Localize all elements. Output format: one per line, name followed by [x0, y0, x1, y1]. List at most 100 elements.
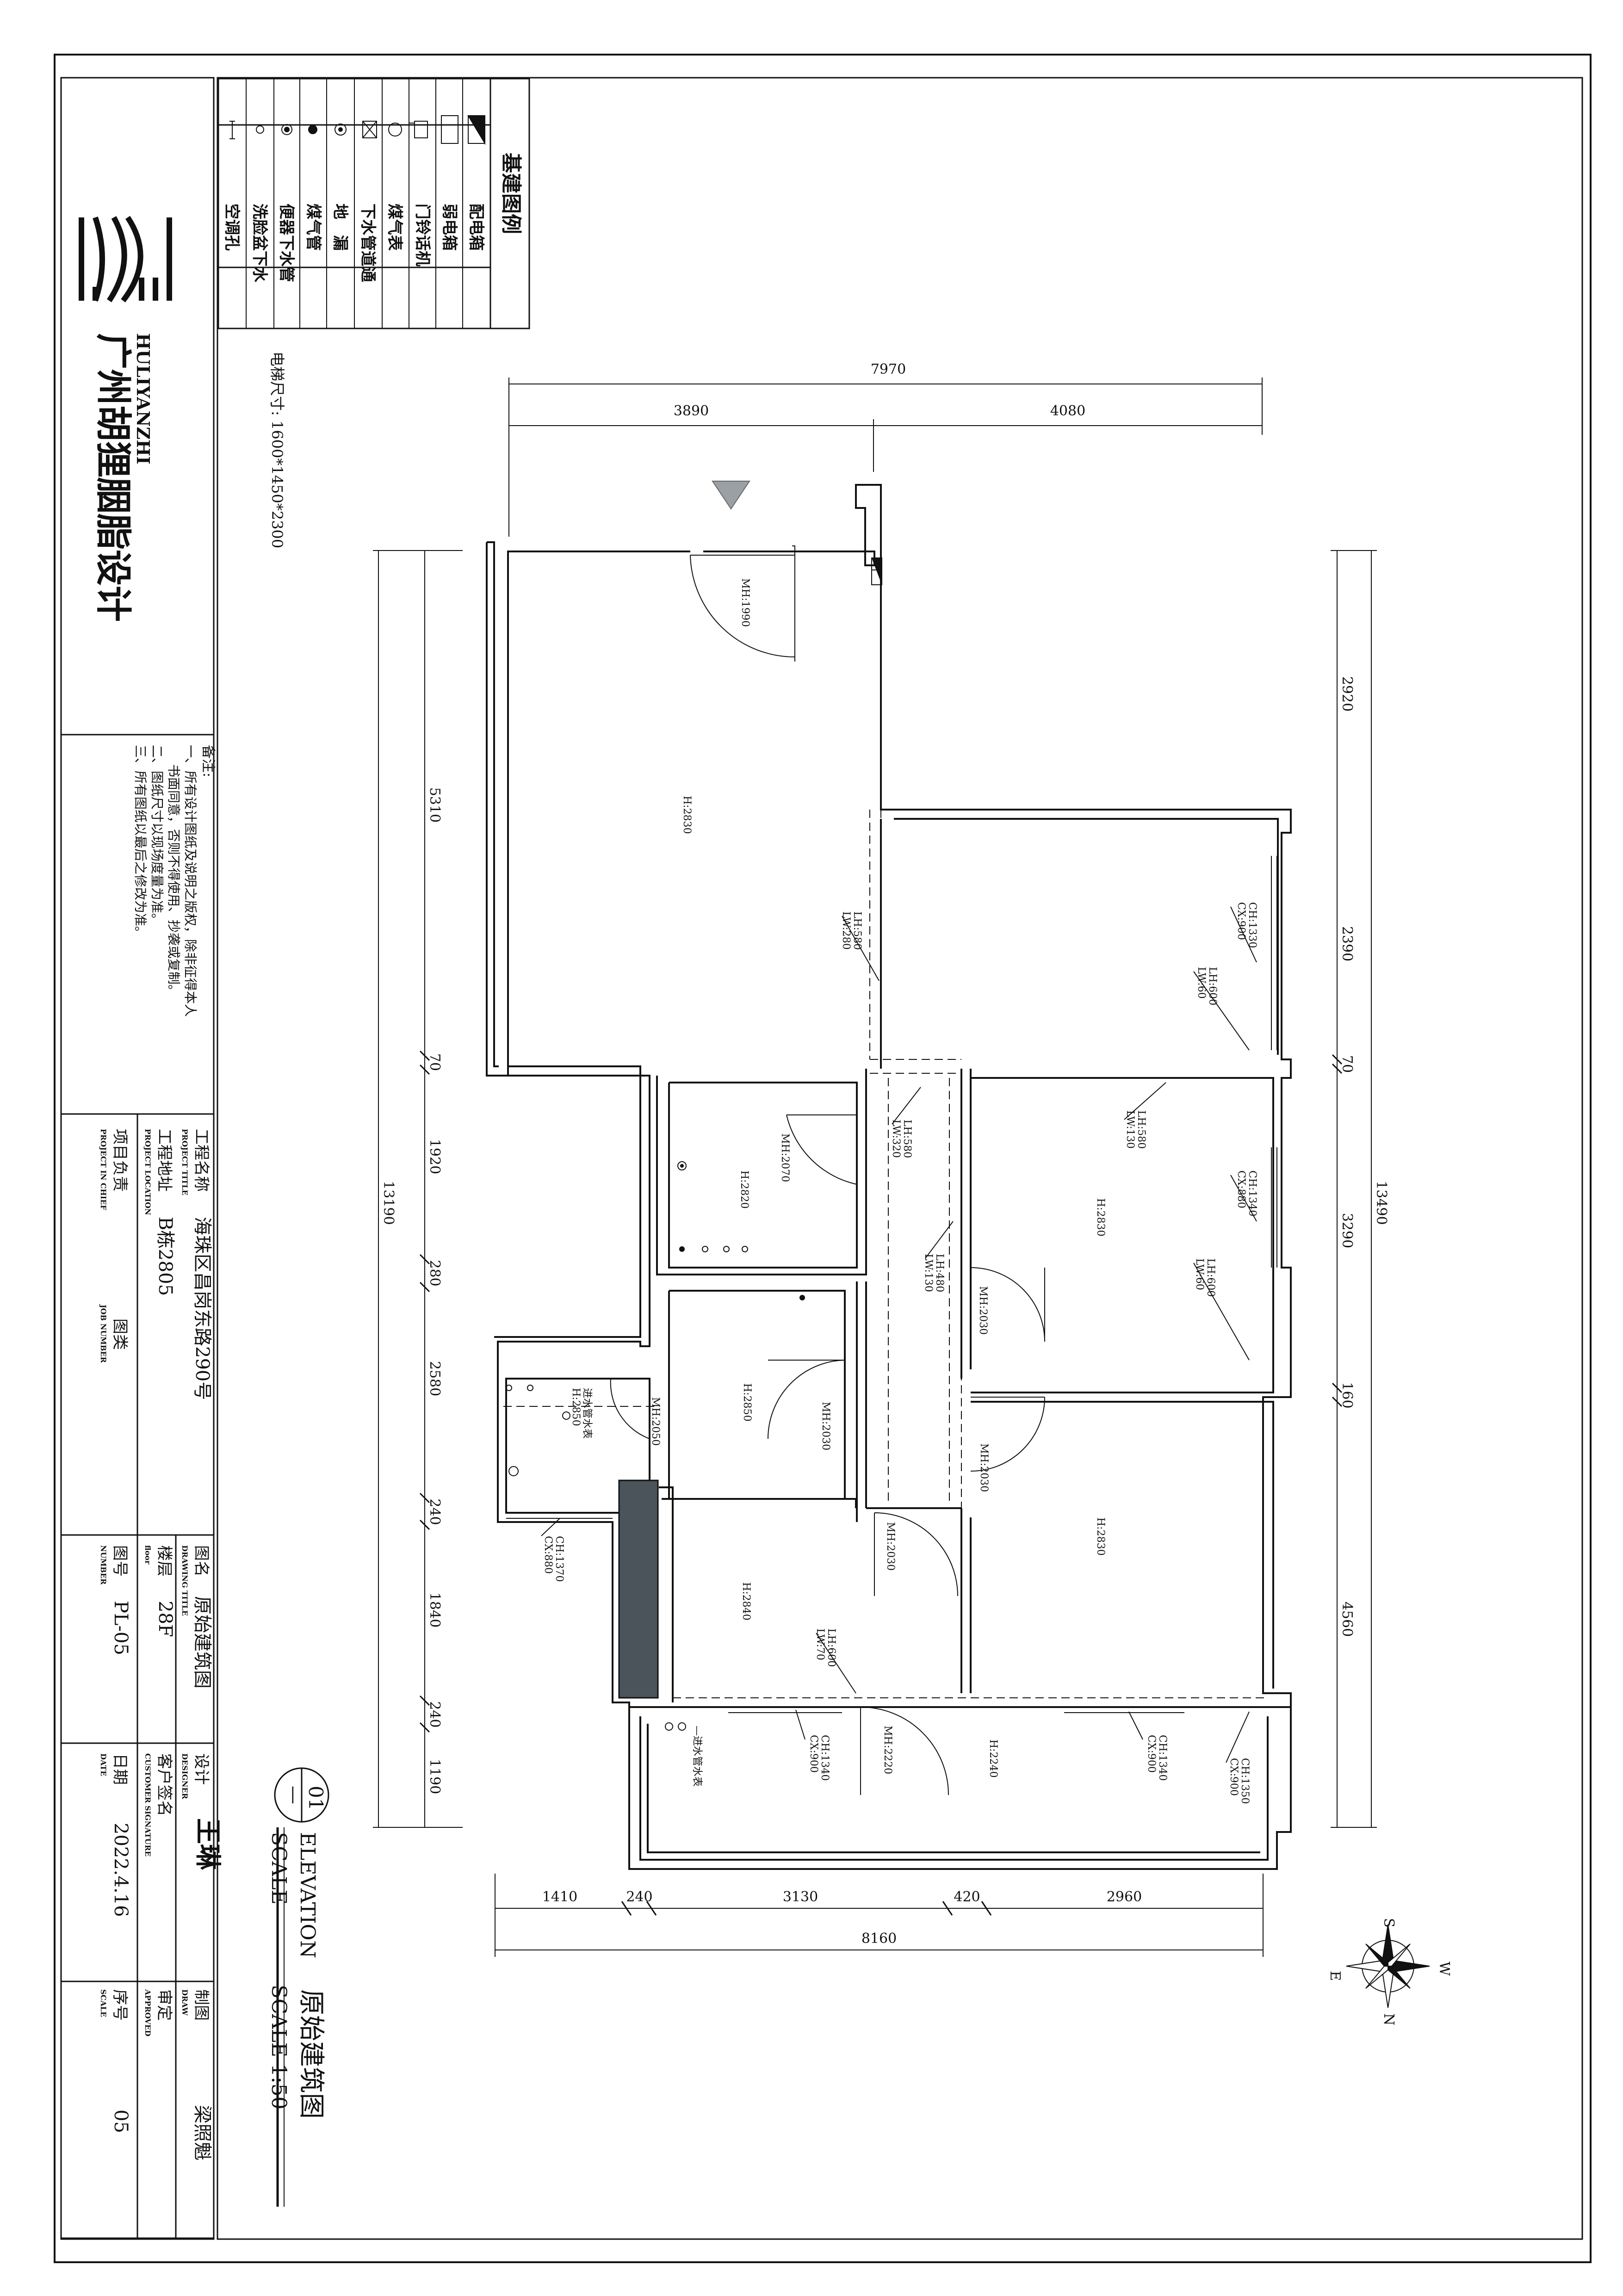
elevation-dash: — — [283, 1786, 304, 1804]
field-location-value: B栋2805 — [155, 1217, 176, 1296]
field-signature-en: CUSTOMER SIGNATURE — [143, 1753, 152, 1857]
drawing-frame — [217, 77, 1583, 2240]
window-ch-4: CH:1340 — [1157, 1735, 1168, 1781]
weak-current-box-icon — [441, 115, 458, 144]
elevation-label: 01 — ELEVATION 原始建筑图 SCALE SCALE 1:50 — [267, 1767, 329, 2207]
door-height-4: MH:2030 — [977, 1286, 989, 1335]
room-height-7: H:2240 — [987, 1739, 999, 1778]
field-floor-en: floor — [143, 1545, 152, 1565]
beam-lw-5: LW:60 — [1194, 1258, 1205, 1290]
legend-item-3: 煤气表 — [385, 204, 404, 251]
dim-bottom-0: 1410 — [542, 1889, 577, 1905]
legend-item-4: 下水管道通 — [359, 204, 377, 282]
structural-column — [618, 1479, 659, 1699]
dim-bottom-total: 8160 — [861, 1931, 897, 1947]
legend-item-8: 洗脸盆下水 — [250, 204, 269, 283]
dim-bottom-1: 240 — [626, 1889, 652, 1905]
company-name-en: HULIYANZHI — [133, 333, 154, 464]
dim-bottom-4: 2960 — [1107, 1889, 1142, 1905]
legend-item-7: 便器下水管 — [277, 204, 296, 282]
dimension-texts: 7970 3890 4080 13190 5310 70 1920 280 25… — [380, 361, 1389, 1947]
dim-right-4: 160 — [1339, 1382, 1355, 1408]
compass-letters: S N E W — [1327, 1918, 1452, 2025]
legend-item-5: 地 漏 — [331, 204, 349, 251]
entry-arrow — [712, 481, 750, 510]
ac-hole-icon — [229, 121, 235, 139]
window-cx-2: CX:880 — [542, 1536, 554, 1574]
field-chief-en: PROJECT IN CHIEF — [99, 1129, 108, 1210]
beam-lh-0: LH:580 — [851, 911, 863, 950]
dim-left-4: 2580 — [427, 1361, 443, 1396]
field-location-en: PROJECT LOCATION — [143, 1129, 152, 1215]
beam-lw-2: LW:320 — [890, 1120, 902, 1158]
dim-left-2: 1920 — [427, 1139, 443, 1174]
window-cx-1: CX:880 — [1235, 1170, 1247, 1208]
field-location-label: 工程地址 — [155, 1129, 173, 1192]
window-ch-5: CH:1350 — [1239, 1758, 1251, 1804]
window-cx-3: CX:900 — [808, 1735, 819, 1773]
beam-lh-4: LH:480 — [934, 1254, 945, 1292]
notes-heading: 备注: — [200, 745, 216, 777]
notes-line-0: 一、所有设计图纸及说明之版权，除非征得本人 — [183, 745, 198, 1017]
door-height-7: MH:2220 — [882, 1726, 893, 1774]
door-height-0: MH:1990 — [739, 578, 751, 627]
dim-right-0: 2920 — [1339, 676, 1355, 712]
beam-lh-2: LH:580 — [901, 1120, 913, 1158]
room-height-6: H:2830 — [1095, 1517, 1106, 1556]
field-project-title-label: 工程名称 — [192, 1129, 211, 1192]
window-ch-1: CH:1340 — [1246, 1170, 1258, 1216]
elevation-number: 01 — [304, 1786, 327, 1810]
scale-word: SCALE — [267, 1832, 291, 1905]
legend-symbols — [229, 115, 485, 145]
field-designer-label: 设计 — [192, 1753, 211, 1785]
dim-left-total: 13190 — [380, 1181, 396, 1225]
dim-left-3: 280 — [427, 1260, 443, 1286]
field-project-title-en: PROJECT TITLE — [180, 1129, 189, 1195]
outer-border — [54, 54, 1592, 2263]
drain-pipe-icon — [362, 121, 377, 138]
distribution-box-icon — [467, 115, 485, 145]
dim-right-2: 70 — [1339, 1055, 1355, 1073]
field-signature-label: 客户签名 — [155, 1753, 173, 1816]
water-meter-label-2: —进水管水表 — [691, 1726, 703, 1787]
beam-lw-4: LW:130 — [923, 1254, 934, 1292]
room-height-2: H:2850 — [741, 1383, 753, 1422]
room-height-0: H:2830 — [681, 796, 693, 834]
window-cx-5: CX:900 — [1228, 1758, 1239, 1796]
leader-lines — [541, 906, 1257, 1763]
field-drawing-title-label: 图名 — [192, 1545, 211, 1577]
legend-item-9: 空调孔 — [223, 204, 241, 251]
field-approved-label: 审定 — [155, 1989, 173, 2021]
door-height-1: MH:2070 — [779, 1133, 791, 1182]
dimension-lines — [373, 378, 1377, 1957]
beam-lh-5: LH:600 — [1205, 1258, 1216, 1297]
room-height-4: H:2840 — [740, 1582, 752, 1621]
title-block-frame — [60, 77, 215, 2240]
field-chief-label: 项目负责 — [111, 1129, 129, 1192]
elevation-title: 原始建筑图 — [296, 1989, 326, 2119]
compass-w: W — [1436, 1962, 1452, 1976]
compass-e: E — [1327, 1971, 1343, 1981]
toilet-drain-icon — [281, 124, 292, 135]
plan-distribution-box — [871, 557, 882, 585]
title-block-rules — [61, 734, 214, 2239]
legend-item-6: 煤气管 — [304, 204, 322, 251]
title-block-texts: 广州胡狸胭脂设计 HULIYANZHI 备注: 一、所有设计图纸及说明之版权，除… — [92, 333, 223, 2160]
dim-left-8: 1190 — [427, 1759, 443, 1794]
dim-right-total: 13490 — [1373, 1181, 1389, 1225]
gas-pipe-icon — [308, 125, 317, 134]
dim-left-7: 240 — [427, 1701, 443, 1727]
field-designer-en: DESIGNER — [180, 1753, 189, 1800]
compass-icon — [1346, 1924, 1430, 2008]
field-designer-value: 王琳 — [192, 1818, 223, 1870]
door-height-6: MH:2030 — [885, 1522, 896, 1571]
field-floor-value: 28F — [155, 1601, 176, 1637]
elevation-word: ELEVATION — [296, 1832, 319, 1958]
notes-line-1: 书面同意，否则不得使用、抄袭或复制。 — [166, 764, 181, 997]
dim-bottom-2: 3130 — [783, 1889, 818, 1905]
field-date-value: 2022.4.16 — [110, 1823, 131, 1917]
dim-top-left: 3890 — [674, 403, 709, 419]
plan-annotations: H:2830 H:2820 H:2850 H:2850 H:2840 H:283… — [542, 578, 1258, 1804]
floor-drain-icon — [335, 124, 347, 136]
dim-left-6: 1840 — [427, 1592, 443, 1628]
